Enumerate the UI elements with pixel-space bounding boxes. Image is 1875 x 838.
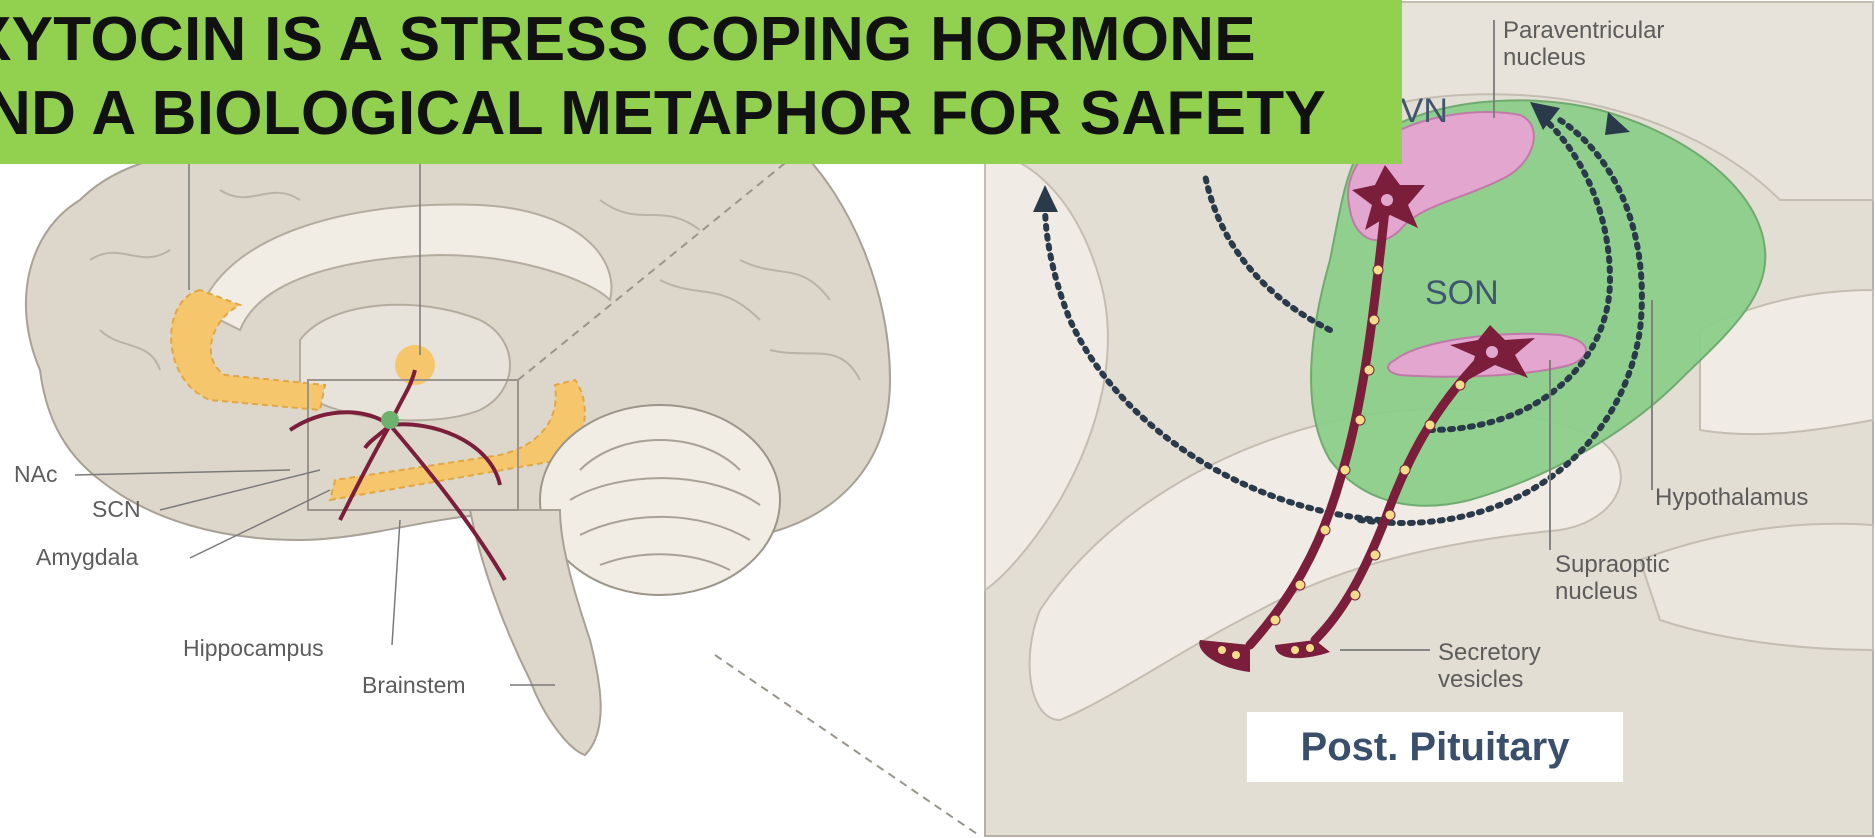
label-amygdala: Amygdala: [36, 544, 138, 570]
cerebellum: [540, 405, 780, 595]
label-son: SON: [1425, 274, 1499, 312]
post-pituitary-box: Post. Pituitary: [1247, 712, 1623, 782]
pvn-marker-green: [381, 411, 399, 429]
label-secretory-2: vesicles: [1438, 666, 1523, 693]
zoom-line-bottom: [715, 655, 980, 836]
title-banner: XYTOCIN IS A STRESS COPING HORMONE ND A …: [0, 0, 1402, 164]
brain-sagittal-section: NAc SCN Amygdala Hippocampus Brainstem: [14, 150, 980, 836]
title-line-2: ND A BIOLOGICAL METAPHOR FOR SAFETY: [0, 78, 1326, 149]
label-paraventricular-1: Paraventricular: [1503, 17, 1664, 44]
label-post-pituitary: Post. Pituitary: [1301, 725, 1570, 770]
label-nac: NAc: [14, 461, 57, 487]
label-secretory-1: Secretory: [1438, 639, 1541, 666]
label-supraoptic-2: nucleus: [1555, 578, 1638, 605]
title-line-1: XYTOCIN IS A STRESS COPING HORMONE: [0, 4, 1256, 75]
label-supraoptic-1: Supraoptic: [1555, 551, 1670, 578]
label-scn: SCN: [92, 496, 141, 522]
label-hippocampus: Hippocampus: [183, 635, 324, 661]
label-paraventricular-2: nucleus: [1503, 44, 1586, 71]
label-brainstem: Brainstem: [362, 672, 466, 698]
label-hypothalamus: Hypothalamus: [1655, 484, 1808, 511]
